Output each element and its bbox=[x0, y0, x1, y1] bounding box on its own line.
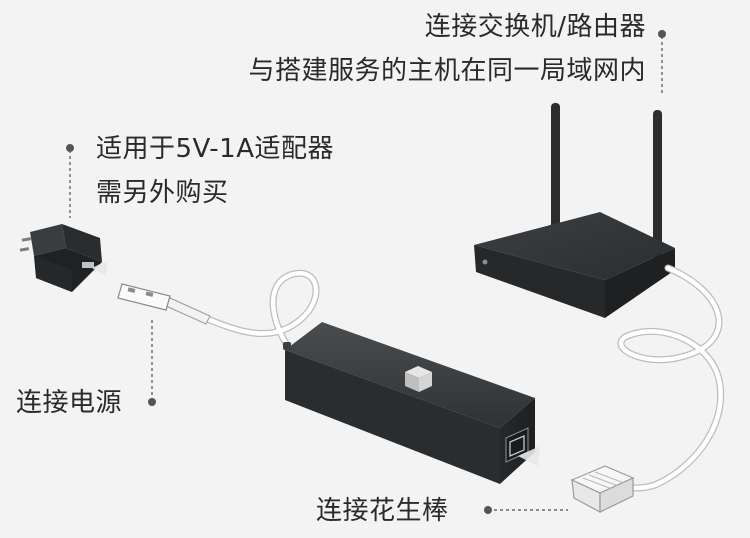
cube-logo-icon bbox=[405, 366, 432, 392]
rj45-plug-icon bbox=[570, 465, 635, 514]
leader-dot-power bbox=[148, 398, 156, 406]
hub-device bbox=[283, 322, 535, 484]
pointer-arrows bbox=[92, 260, 540, 466]
router-antennas bbox=[551, 103, 662, 260]
leader-lines bbox=[69, 36, 663, 511]
router-led-icon bbox=[482, 259, 488, 265]
label-switch-router-line2: 与搭建服务的主机在同一局域网内 bbox=[248, 56, 646, 86]
label-adapter-line2: 需另外购买 bbox=[96, 178, 229, 208]
usb-plug-icon bbox=[117, 283, 211, 325]
label-switch-router-line1: 连接交换机/路由器 bbox=[424, 12, 646, 42]
ethernet-cable bbox=[611, 264, 725, 492]
router bbox=[474, 212, 675, 318]
leader-dot-adapter bbox=[66, 144, 74, 152]
leader-dot-peanut bbox=[484, 506, 492, 514]
power-adapter-icon bbox=[19, 224, 102, 292]
usb-cable bbox=[201, 269, 320, 354]
label-power: 连接电源 bbox=[16, 388, 123, 418]
label-peanut-stick: 连接花生棒 bbox=[316, 496, 449, 526]
label-adapter-line1: 适用于5V-1A适配器 bbox=[96, 134, 335, 164]
leader-dot-router bbox=[658, 30, 666, 38]
